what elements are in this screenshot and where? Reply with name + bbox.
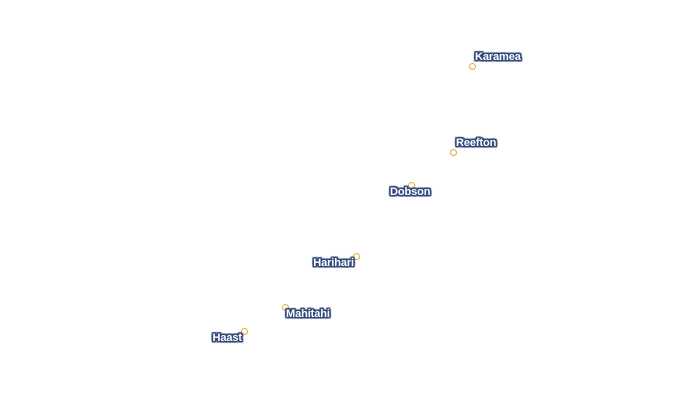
town-marker-icon [449, 148, 457, 156]
place-label: Harihari [313, 257, 354, 269]
town-marker-icon [468, 62, 476, 70]
town-marker-icon [352, 252, 360, 260]
place-label: Haast [212, 332, 243, 344]
place-label: Karamea [475, 51, 521, 63]
town-marker-icon [407, 181, 415, 189]
place-label: Dobson [390, 186, 431, 198]
town-marker-icon [281, 303, 289, 311]
town-marker-icon [240, 327, 248, 335]
place-label: Mahitahi [286, 308, 330, 320]
place-label: Reefton [456, 137, 497, 149]
